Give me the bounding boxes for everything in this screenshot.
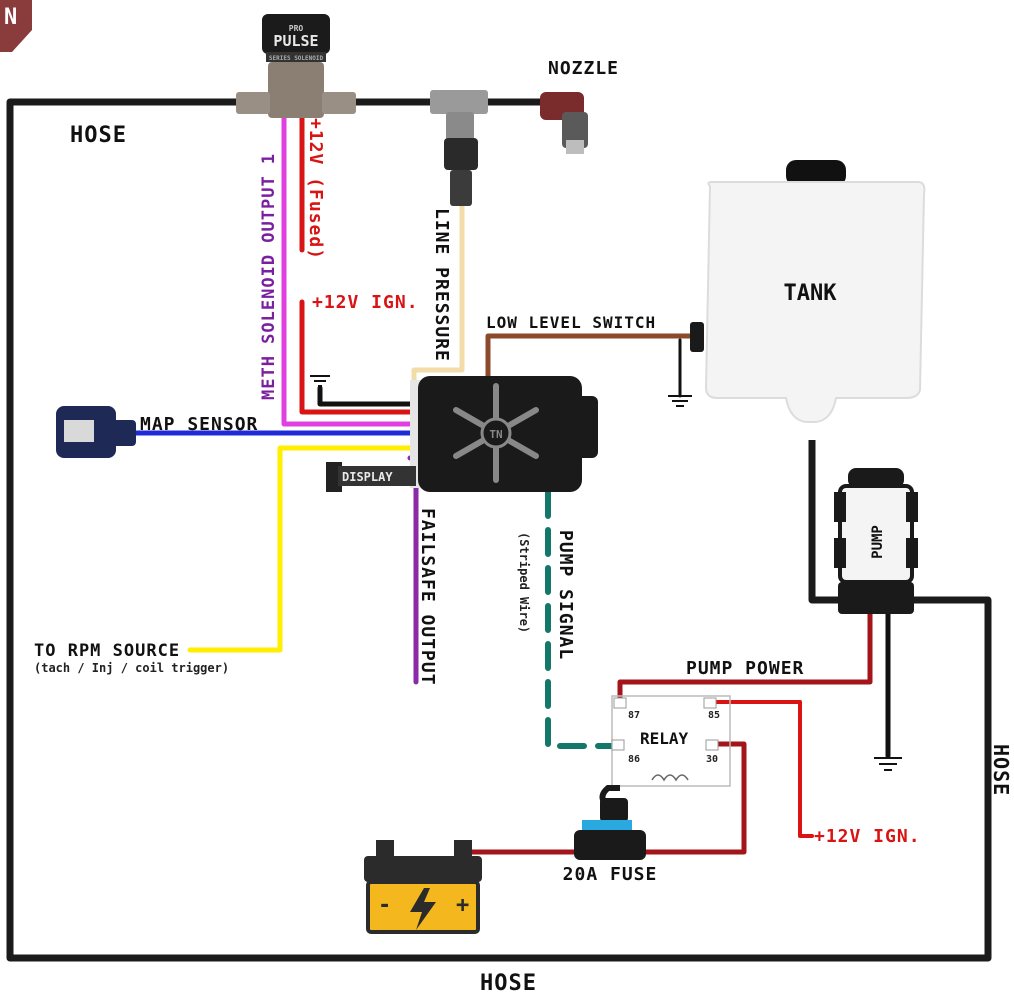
solenoid-brand-top: PRO xyxy=(289,24,304,33)
hose-label-bottom: HOSE xyxy=(480,971,537,994)
nozzle-label: NOZZLE xyxy=(548,58,619,79)
tank: TANK xyxy=(690,160,926,423)
corner-badge: N xyxy=(0,0,32,52)
map-sensor-label: MAP SENSOR xyxy=(140,414,258,435)
relay-pin-86: 86 xyxy=(628,754,640,765)
solenoid: PRO PULSE SERIES SOLENOID xyxy=(236,14,356,118)
tank-label: TANK xyxy=(784,281,838,306)
rpm-source-sub-label: (tach / Inj / coil trigger) xyxy=(34,661,229,675)
rpm-source-label: TO RPM SOURCE xyxy=(34,641,180,661)
map-sensor xyxy=(56,406,136,458)
pump-label: PUMP xyxy=(870,525,886,559)
wire-failsafe xyxy=(407,455,419,685)
relay-pin-30: 30 xyxy=(706,754,718,765)
wire-pump-signal-stripes xyxy=(545,489,618,749)
labels: NOZZLE HOSE HOSE HOSE +12V (Fused) +12V … xyxy=(34,58,1013,994)
hose-main-loop xyxy=(6,98,992,962)
hose-tank-to-pump xyxy=(808,440,842,604)
pump-signal-label: PUMP SIGNAL xyxy=(555,530,576,660)
tee-fitting xyxy=(430,90,488,206)
wire-meth-solenoid xyxy=(281,109,413,427)
failsafe-label: FAILSAFE OUTPUT xyxy=(417,508,438,686)
controller-logo: TN xyxy=(489,428,502,441)
wire-pump-power xyxy=(617,611,873,703)
low-level-switch-label: LOW LEVEL SWITCH xyxy=(486,313,656,332)
relay-label: RELAY xyxy=(640,729,689,748)
pump: PUMP xyxy=(834,468,918,614)
ground-symbols xyxy=(310,375,902,771)
controller-unit: TN xyxy=(410,376,598,492)
battery-plus: + xyxy=(456,893,469,918)
wire-relay-85 xyxy=(706,700,814,838)
meth-solenoid-label: METH SOLENOID OUTPUT 1 xyxy=(259,153,279,400)
relay: 87 85 86 30 RELAY xyxy=(611,695,731,787)
relay-pin-87: 87 xyxy=(628,710,640,721)
solenoid-brand-sub: SERIES SOLENOID xyxy=(269,55,324,62)
nozzle xyxy=(540,92,588,154)
wire-low-level xyxy=(485,333,693,381)
wires xyxy=(127,109,891,855)
pump-power-label: PUMP POWER xyxy=(686,658,804,679)
wire-relay-30 xyxy=(643,741,747,855)
hose-label-right: HOSE xyxy=(989,744,1013,796)
ground-icon xyxy=(668,395,692,407)
wire-ground-controller xyxy=(317,385,413,407)
hose-label-top: HOSE xyxy=(70,123,127,148)
line-pressure-label: LINE PRESSURE xyxy=(431,208,452,362)
battery-minus: - xyxy=(378,893,391,918)
relay-pin-85: 85 xyxy=(708,710,720,721)
ground-icon xyxy=(310,375,330,387)
hose-lines xyxy=(6,98,992,962)
wire-12v-ign xyxy=(299,299,413,415)
fuse-label: 20A FUSE xyxy=(563,864,658,885)
corner-badge-letter: N xyxy=(4,5,17,30)
plus12-ign-top-label: +12V IGN. xyxy=(312,292,419,313)
striped-wire-label: (Striped Wire) xyxy=(517,532,531,633)
display-connector: DISPLAY xyxy=(326,462,416,492)
fuse: 20A FUSE xyxy=(563,785,658,885)
plus12-fused-label: +12V (Fused) xyxy=(305,118,326,260)
ground-icon xyxy=(874,757,902,771)
wire-rpm-source xyxy=(187,445,413,653)
display-label: DISPLAY xyxy=(342,470,393,484)
plus12-ign-right-label: +12V IGN. xyxy=(814,826,921,847)
solenoid-brand: PULSE xyxy=(273,32,318,50)
battery: - + xyxy=(364,840,482,934)
